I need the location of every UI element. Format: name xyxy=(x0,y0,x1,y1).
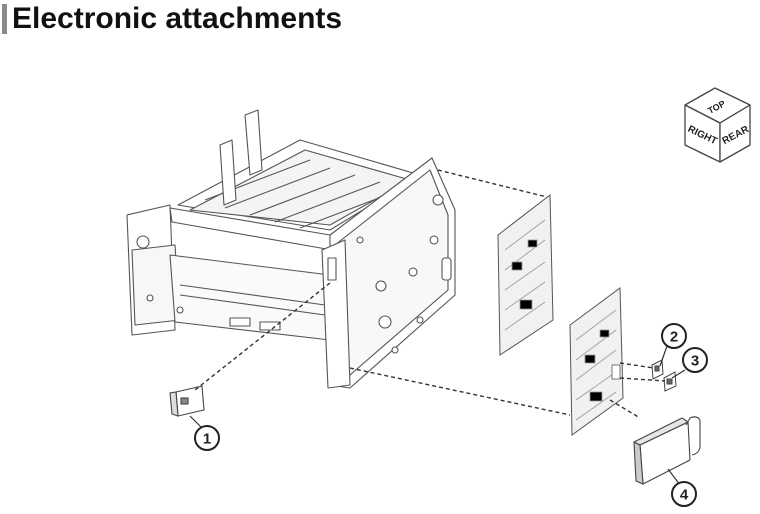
part-4-hard-drive xyxy=(633,416,701,485)
title-accent-bar xyxy=(2,4,7,34)
title-bar: Electronic attachments xyxy=(0,0,760,38)
callout-1: 1 xyxy=(194,425,220,451)
orientation-cube: TOP RIGHT REAR xyxy=(684,87,752,163)
callout-3-label: 3 xyxy=(691,353,699,370)
part-1-module xyxy=(169,385,205,417)
callout-leaders xyxy=(189,345,686,486)
leader-lines xyxy=(194,169,666,419)
callout-4-label: 4 xyxy=(680,487,689,504)
controller-board-rear xyxy=(497,194,554,356)
page-title: Electronic attachments xyxy=(12,2,343,35)
printer-frame xyxy=(126,109,456,389)
callout-4: 4 xyxy=(671,481,697,507)
callout-2-label: 2 xyxy=(670,329,678,346)
callout-1-label: 1 xyxy=(203,431,211,448)
controller-board-front xyxy=(569,287,624,436)
callout-3: 3 xyxy=(682,347,708,373)
callout-2: 2 xyxy=(661,323,687,349)
part-3-connector xyxy=(663,371,677,392)
